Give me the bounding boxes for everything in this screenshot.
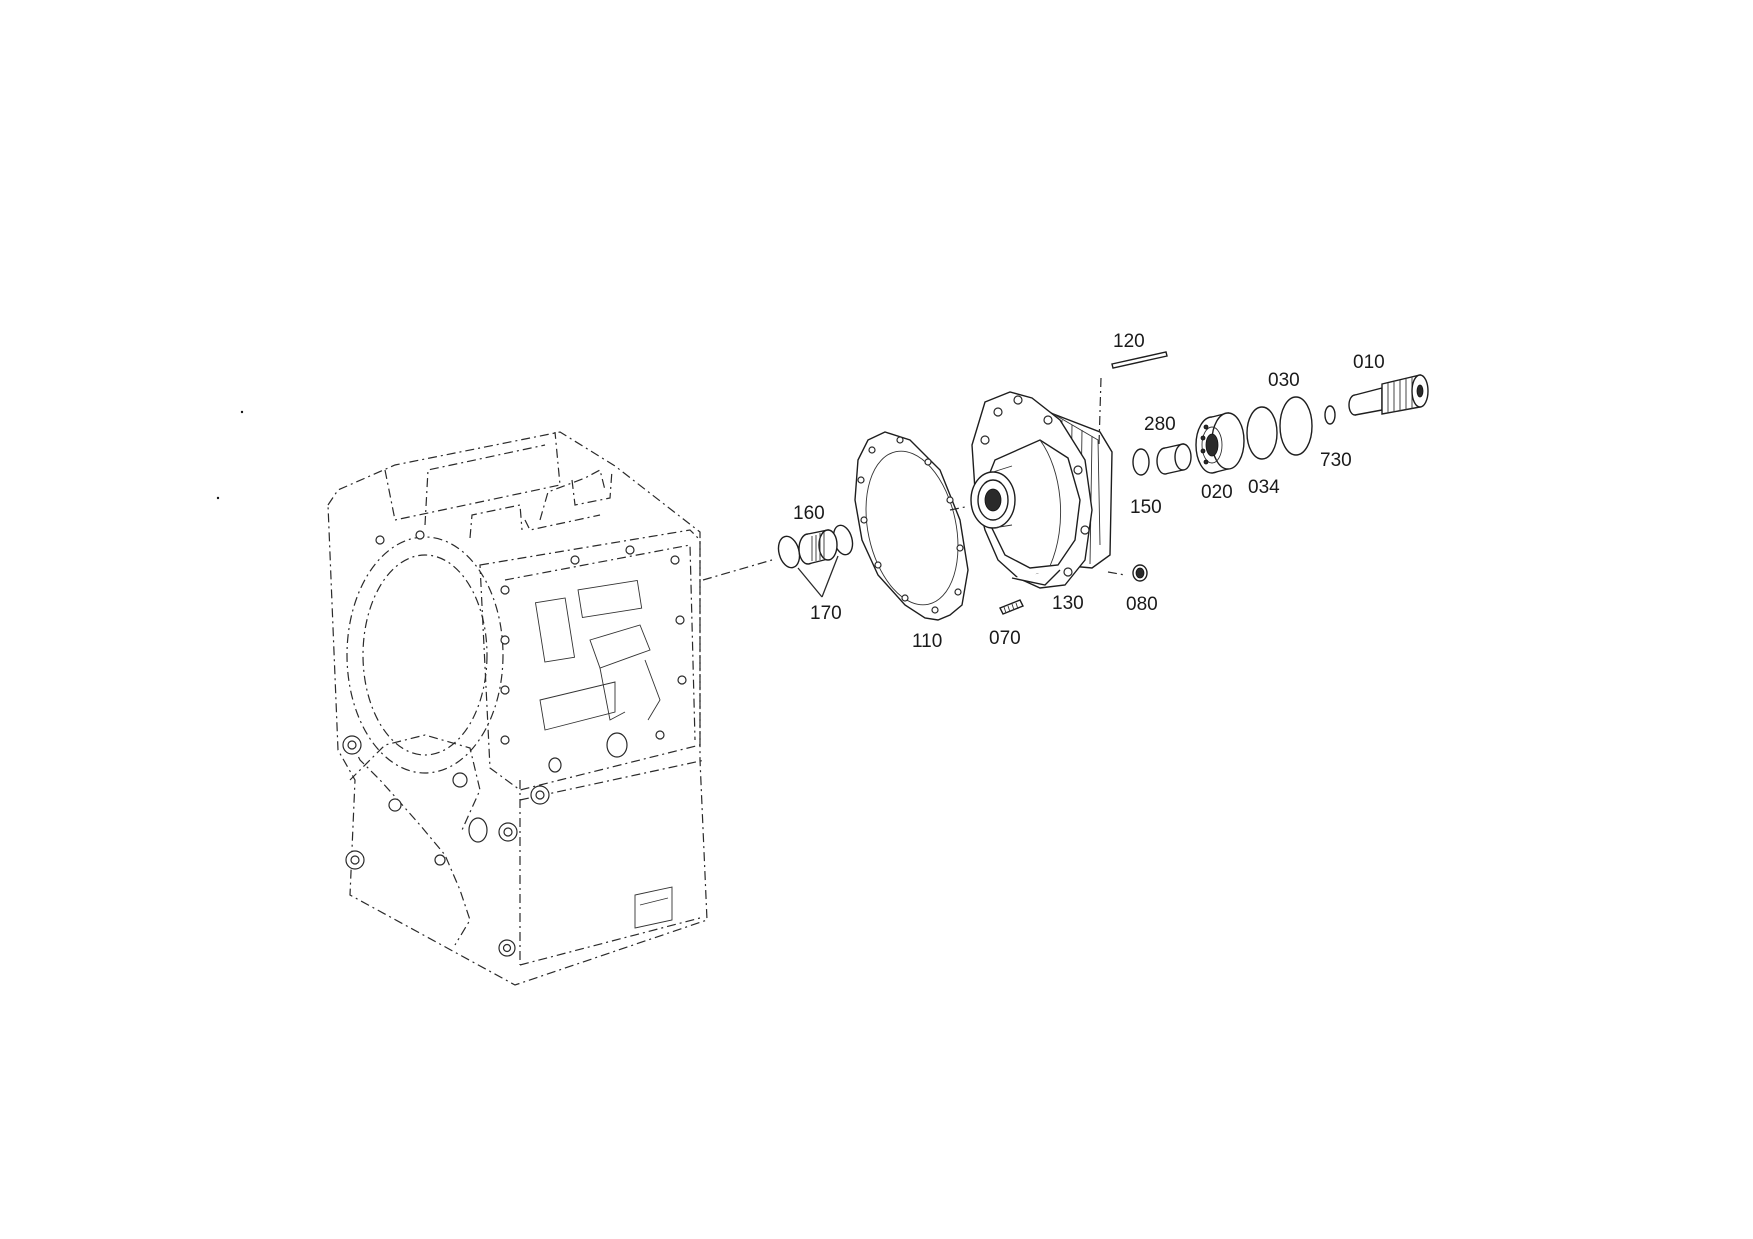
part-080-plug xyxy=(1107,564,1148,582)
part-callouts: 120 010 030 280 730 034 020 150 160 130 … xyxy=(793,331,1385,652)
part-label-130: 130 xyxy=(1052,593,1084,614)
part-130-housing-cover xyxy=(970,391,1113,589)
part-label-120: 120 xyxy=(1113,331,1145,352)
part-label-034: 034 xyxy=(1248,477,1280,498)
part-280-sleeve xyxy=(1156,443,1192,475)
part-110-gasket xyxy=(854,431,969,621)
part-label-010: 010 xyxy=(1353,352,1385,373)
part-label-280: 280 xyxy=(1144,414,1176,435)
part-label-170: 170 xyxy=(810,603,842,624)
assembly-axis-line xyxy=(702,559,773,581)
part-label-080: 080 xyxy=(1126,594,1158,615)
part-160-bushing xyxy=(798,529,838,565)
part-120-pin xyxy=(1098,351,1168,446)
part-034-ring xyxy=(1246,406,1278,460)
part-030-ring xyxy=(1279,396,1313,456)
part-170-orings xyxy=(777,524,854,598)
part-070-screw xyxy=(999,599,1024,615)
part-label-020: 020 xyxy=(1201,482,1233,503)
part-label-030: 030 xyxy=(1268,370,1300,391)
transmission-housing xyxy=(216,410,708,986)
part-730-ring xyxy=(1324,405,1336,425)
part-label-730: 730 xyxy=(1320,450,1352,471)
part-label-070: 070 xyxy=(989,628,1021,649)
part-010-shaft xyxy=(1348,374,1429,416)
part-150-circlip xyxy=(1132,448,1150,476)
part-label-160: 160 xyxy=(793,503,825,524)
part-label-150: 150 xyxy=(1130,497,1162,518)
part-label-110: 110 xyxy=(912,631,942,652)
part-020-bearing xyxy=(1195,412,1245,474)
